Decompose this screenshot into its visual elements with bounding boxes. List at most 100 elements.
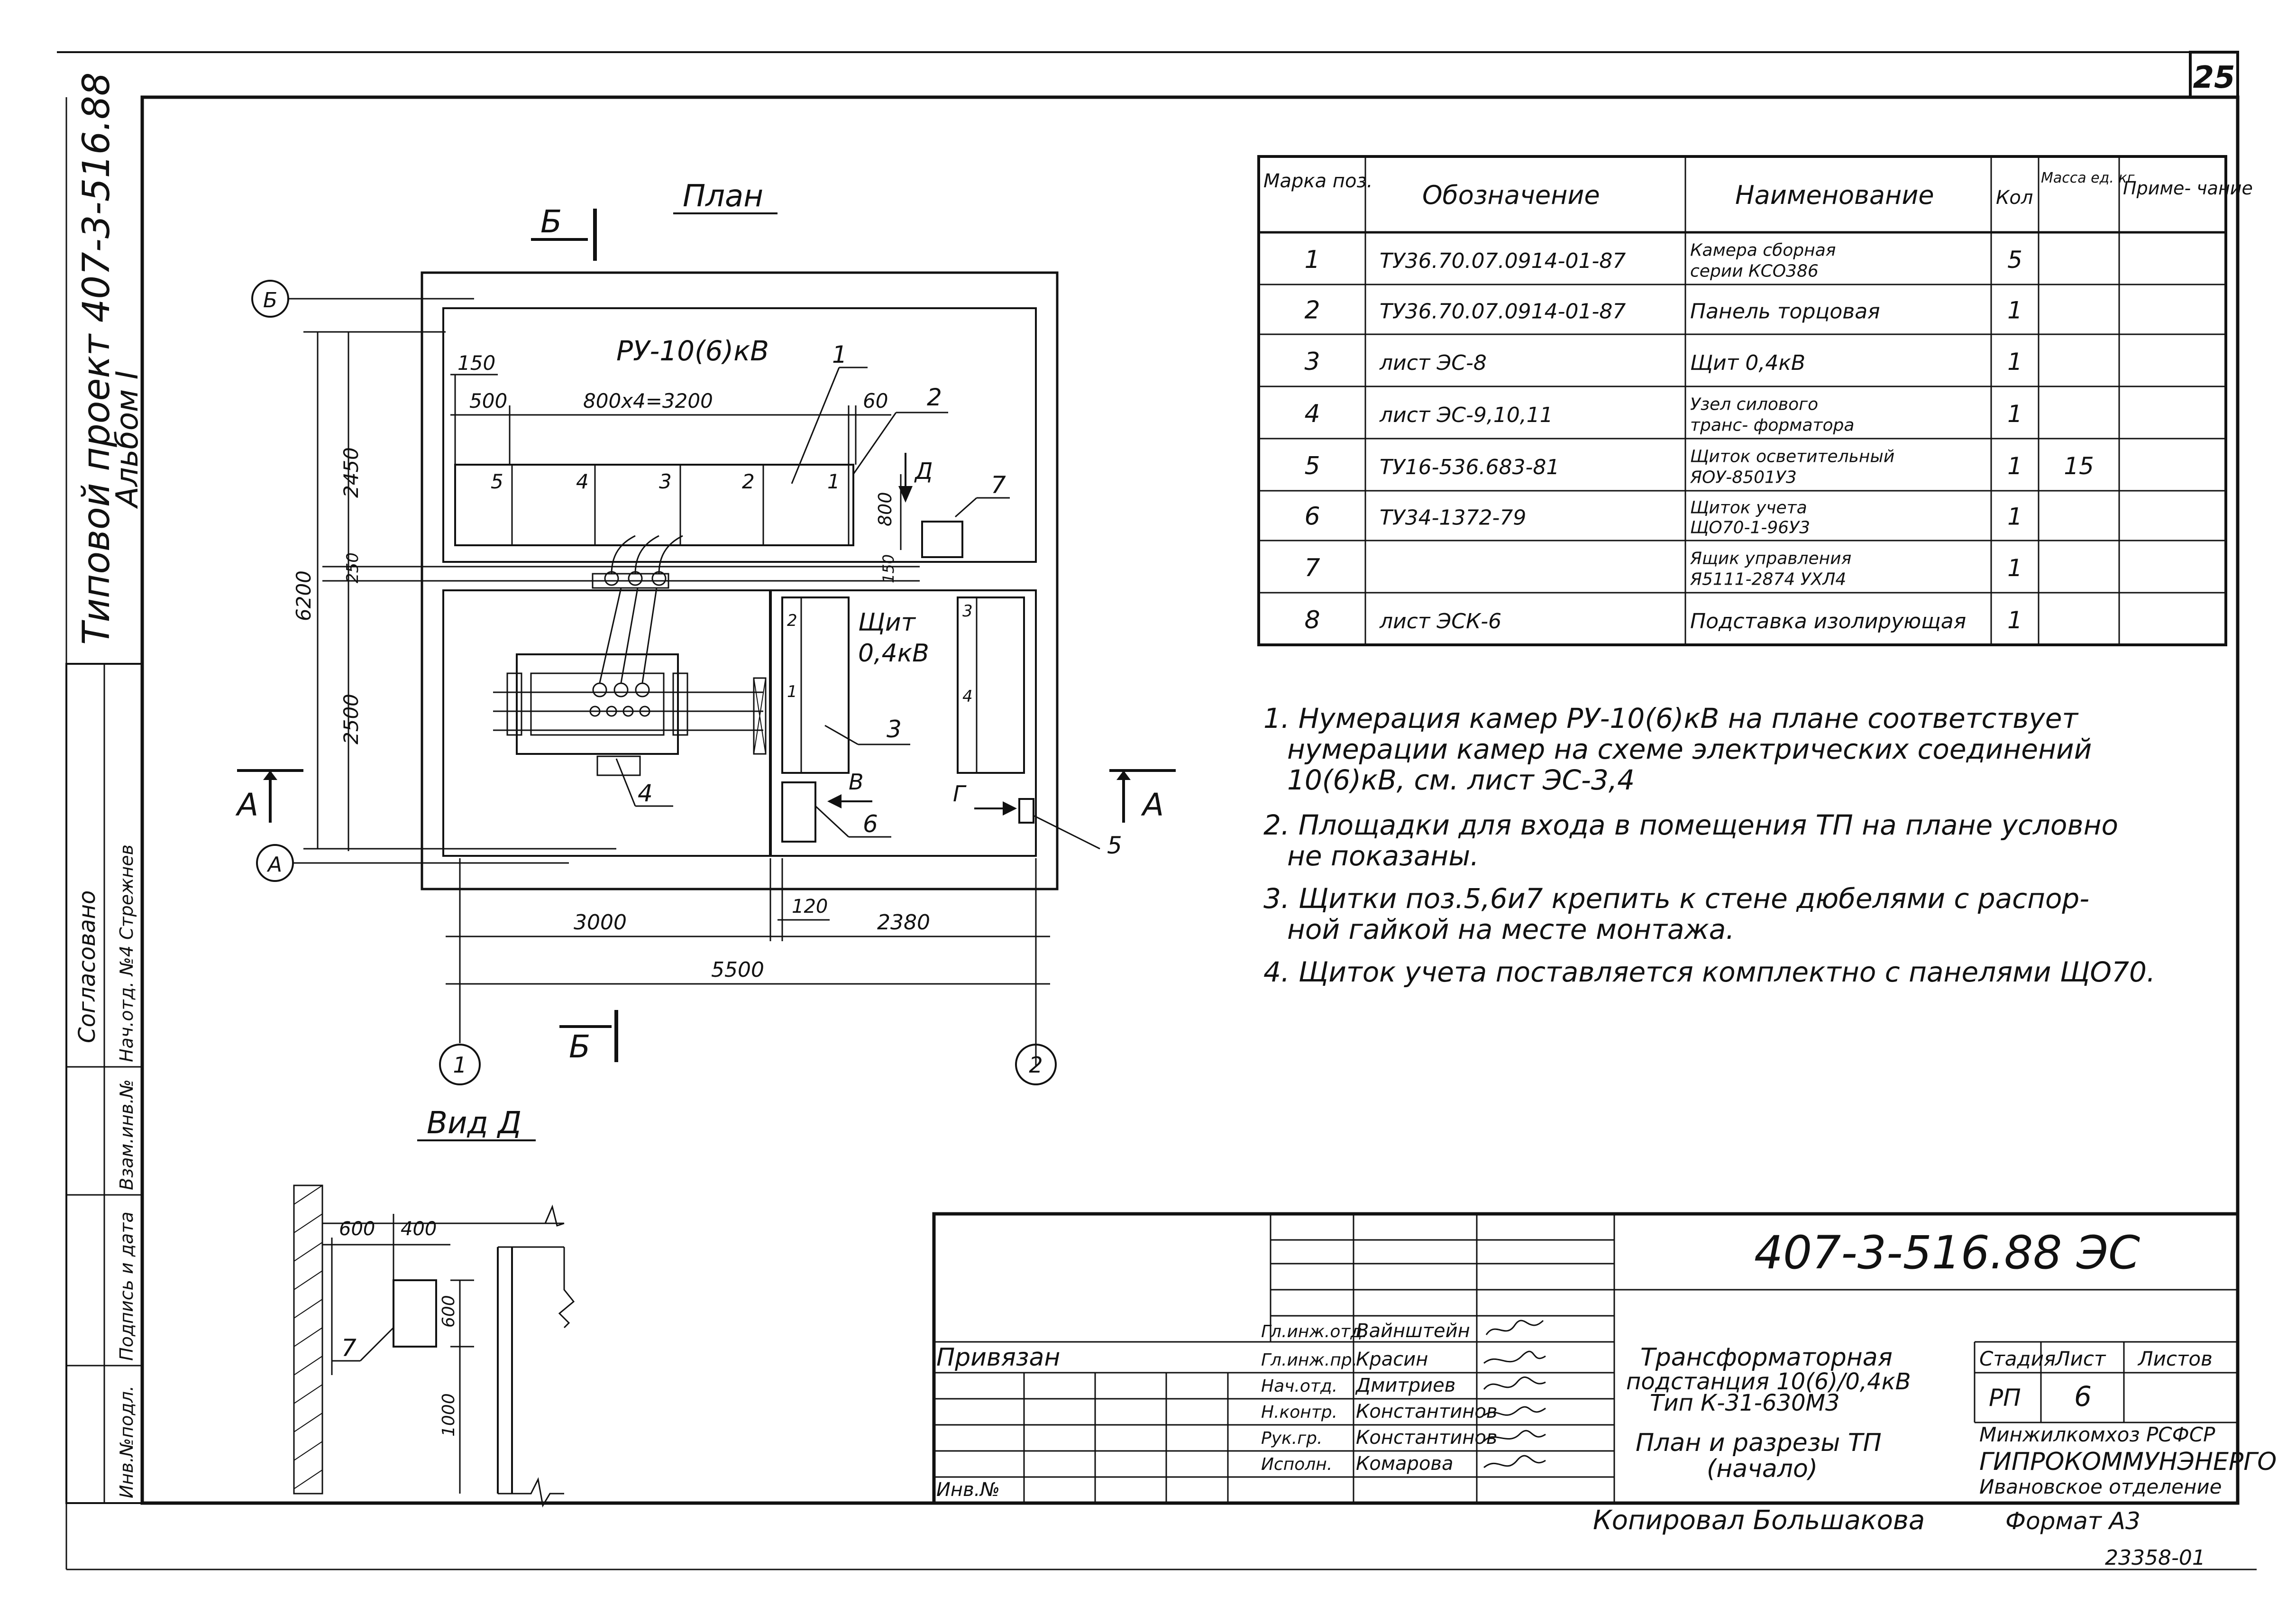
sheet-name-2: (начало) xyxy=(1707,1455,1818,1483)
title-code: 407-3-516.88 ЭС xyxy=(1754,1226,2140,1279)
callout-2: 2 xyxy=(927,384,942,411)
spec-cell-r2-c2: ТУ36.70.07.0914-01-87 xyxy=(1380,299,1626,323)
footer-number: 23358-01 xyxy=(2105,1546,2205,1570)
footer-copied: Копировал Большакова xyxy=(1593,1505,1925,1536)
th-qty: Кол xyxy=(1996,187,2033,209)
spec-cell-r4-c2: лист ЭС-9,10,11 xyxy=(1379,403,1553,427)
staff-role-2: Гл.инж.пр. xyxy=(1261,1350,1357,1370)
note-line-1: 1. Нумерация камер РУ-10(6)кВ на плане с… xyxy=(1263,702,2079,734)
title-block: 407-3-516.88 ЭС Привязан Инв.№ Гл.инж.от… xyxy=(932,1212,2277,1505)
arrow-label-v: В xyxy=(849,769,864,795)
note-line-2: нумерации камер на схеме электрических с… xyxy=(1287,733,2092,765)
callout-1: 1 xyxy=(832,341,847,368)
axis-2-bubble xyxy=(1015,1044,1057,1085)
plan-view: План Б РУ-10(6)кВ 150 500 800х4=3200 60 xyxy=(235,179,1176,1085)
note-line-8: 4. Щиток учета поставляется комплектно с… xyxy=(1263,956,2155,988)
note-line-6: 3. Щитки поз.5,6и7 крепить к стене дюбел… xyxy=(1263,882,2089,915)
stamp-row: Нач.отд. №4 Стрежнев xyxy=(116,844,137,1062)
staff-name-4: Константинов xyxy=(1356,1401,1497,1422)
view-dim-400: 400 xyxy=(401,1218,437,1240)
callout-6: 6 xyxy=(863,810,878,838)
dim-60: 60 xyxy=(863,389,888,413)
axis-1-bubble xyxy=(439,1044,481,1085)
spec-cell-r2-c3: Панель торцовая xyxy=(1690,299,1880,323)
th-note: Приме- чание xyxy=(2123,178,2253,199)
view-box-7 xyxy=(393,1279,437,1348)
sheets-header: Листов xyxy=(2137,1347,2213,1370)
dim-500: 500 xyxy=(469,389,507,413)
notes: 1. Нумерация камер РУ-10(6)кВ на плане с… xyxy=(1263,702,2155,988)
dim-150b: 150 xyxy=(879,554,897,583)
spec-cell-r3-c3: Щит 0,4кВ xyxy=(1690,351,1805,375)
object-name-1: Трансформаторная xyxy=(1640,1343,1893,1372)
spec-cell-r3-c1: 3 xyxy=(1304,348,1320,376)
stage-value: РП xyxy=(1989,1384,2021,1412)
view-d: Вид Д 600 400 7 600 xyxy=(293,1106,575,1508)
arrow-label-g: Г xyxy=(953,781,967,807)
staff-name-2: Красин xyxy=(1356,1349,1428,1370)
side-stamp: Согласовано Нач.отд. №4 Стрежнев Инв.№по… xyxy=(65,663,143,1504)
spec-cell-r1-c4: 5 xyxy=(2007,246,2022,274)
axis-2-label: 2 xyxy=(1029,1052,1043,1078)
shield-label-2: 0,4кВ xyxy=(858,639,929,668)
dim-3000: 3000 xyxy=(574,910,627,935)
cell-4: 4 xyxy=(576,470,589,493)
object-name-2: подстанция 10(6)/0,4кВ xyxy=(1626,1368,1911,1395)
stamp-label-signature: Подпись и дата xyxy=(116,1211,137,1361)
stage-header: Стадия xyxy=(1979,1347,2056,1370)
th-mark: Марка поз. xyxy=(1263,170,1372,192)
cell-2: 2 xyxy=(742,470,755,493)
section-mark-b-top: Б xyxy=(540,203,562,240)
spec-cell-r7-c1: 7 xyxy=(1304,554,1320,582)
note-line-4: 2. Площадки для входа в помещения ТП на … xyxy=(1263,809,2118,841)
dim-2500: 2500 xyxy=(339,694,363,744)
note-line-5: не показаны. xyxy=(1287,840,1479,872)
axis-a-label: А xyxy=(266,853,282,877)
arrow-label-d: Д xyxy=(914,458,933,485)
spec-cell-r6-c2: ТУ34-1372-79 xyxy=(1380,505,1526,530)
staff-role-4: Н.контр. xyxy=(1261,1403,1337,1422)
title-privyazan: Привязан xyxy=(936,1343,1060,1372)
spec-cell-r1-c1: 1 xyxy=(1304,246,1320,274)
note-line-3: 10(6)кВ, см. лист ЭС-3,4 xyxy=(1287,764,1635,796)
spec-table: Марка поз. Обозначение Наименование Кол … xyxy=(1257,155,2253,646)
axis-b-label: Б xyxy=(263,288,277,312)
staff-role-6: Исполн. xyxy=(1261,1455,1332,1474)
org-line-3: Ивановское отделение xyxy=(1979,1475,2222,1498)
control-box-7 xyxy=(921,521,963,558)
dim-120: 120 xyxy=(792,896,828,918)
dim-800x4: 800х4=3200 xyxy=(583,389,713,413)
spec-cell-r4-c1: 4 xyxy=(1304,400,1320,428)
ru-label: РУ-10(6)кВ xyxy=(616,335,769,367)
staff-name-3: Дмитриев xyxy=(1355,1375,1455,1396)
spec-cell-r5-c4: 1 xyxy=(2007,452,2022,480)
title-inv: Инв.№ xyxy=(936,1479,1000,1501)
spec-cell-r8-c3: Подставка изолирующая xyxy=(1690,609,1966,633)
dim-800: 800 xyxy=(875,492,896,526)
spec-cell-r6-c4: 1 xyxy=(2007,503,2022,530)
spec-cell-r4-c4: 1 xyxy=(2007,400,2022,428)
lighting-box-5 xyxy=(1018,798,1034,824)
meter-box-6 xyxy=(781,781,816,843)
callout-5: 5 xyxy=(1107,832,1122,859)
spec-cell-r1-c2: ТУ36.70.07.0914-01-87 xyxy=(1380,249,1626,273)
axis-1-label: 1 xyxy=(453,1052,467,1078)
sheet-number: 25 xyxy=(2193,60,2235,95)
staff-role-1: Гл.инж.отд. xyxy=(1261,1322,1368,1341)
dim-150: 150 xyxy=(457,351,495,375)
view-dim-600: 600 xyxy=(339,1218,375,1240)
svg-text:1: 1 xyxy=(787,682,797,701)
staff-name-6: Комарова xyxy=(1356,1453,1454,1475)
spec-cell-r6-c1: 6 xyxy=(1304,502,1320,531)
sheet-value: 6 xyxy=(2074,1380,2092,1413)
plan-title: План xyxy=(683,179,763,214)
section-mark-a-left: А xyxy=(235,787,258,823)
cell-5: 5 xyxy=(491,470,503,493)
spec-cell-r7-c4: 1 xyxy=(2007,554,2022,582)
callout-3: 3 xyxy=(887,716,902,743)
th-designation: Обозначение xyxy=(1422,180,1600,210)
transformer-unit xyxy=(493,587,767,776)
